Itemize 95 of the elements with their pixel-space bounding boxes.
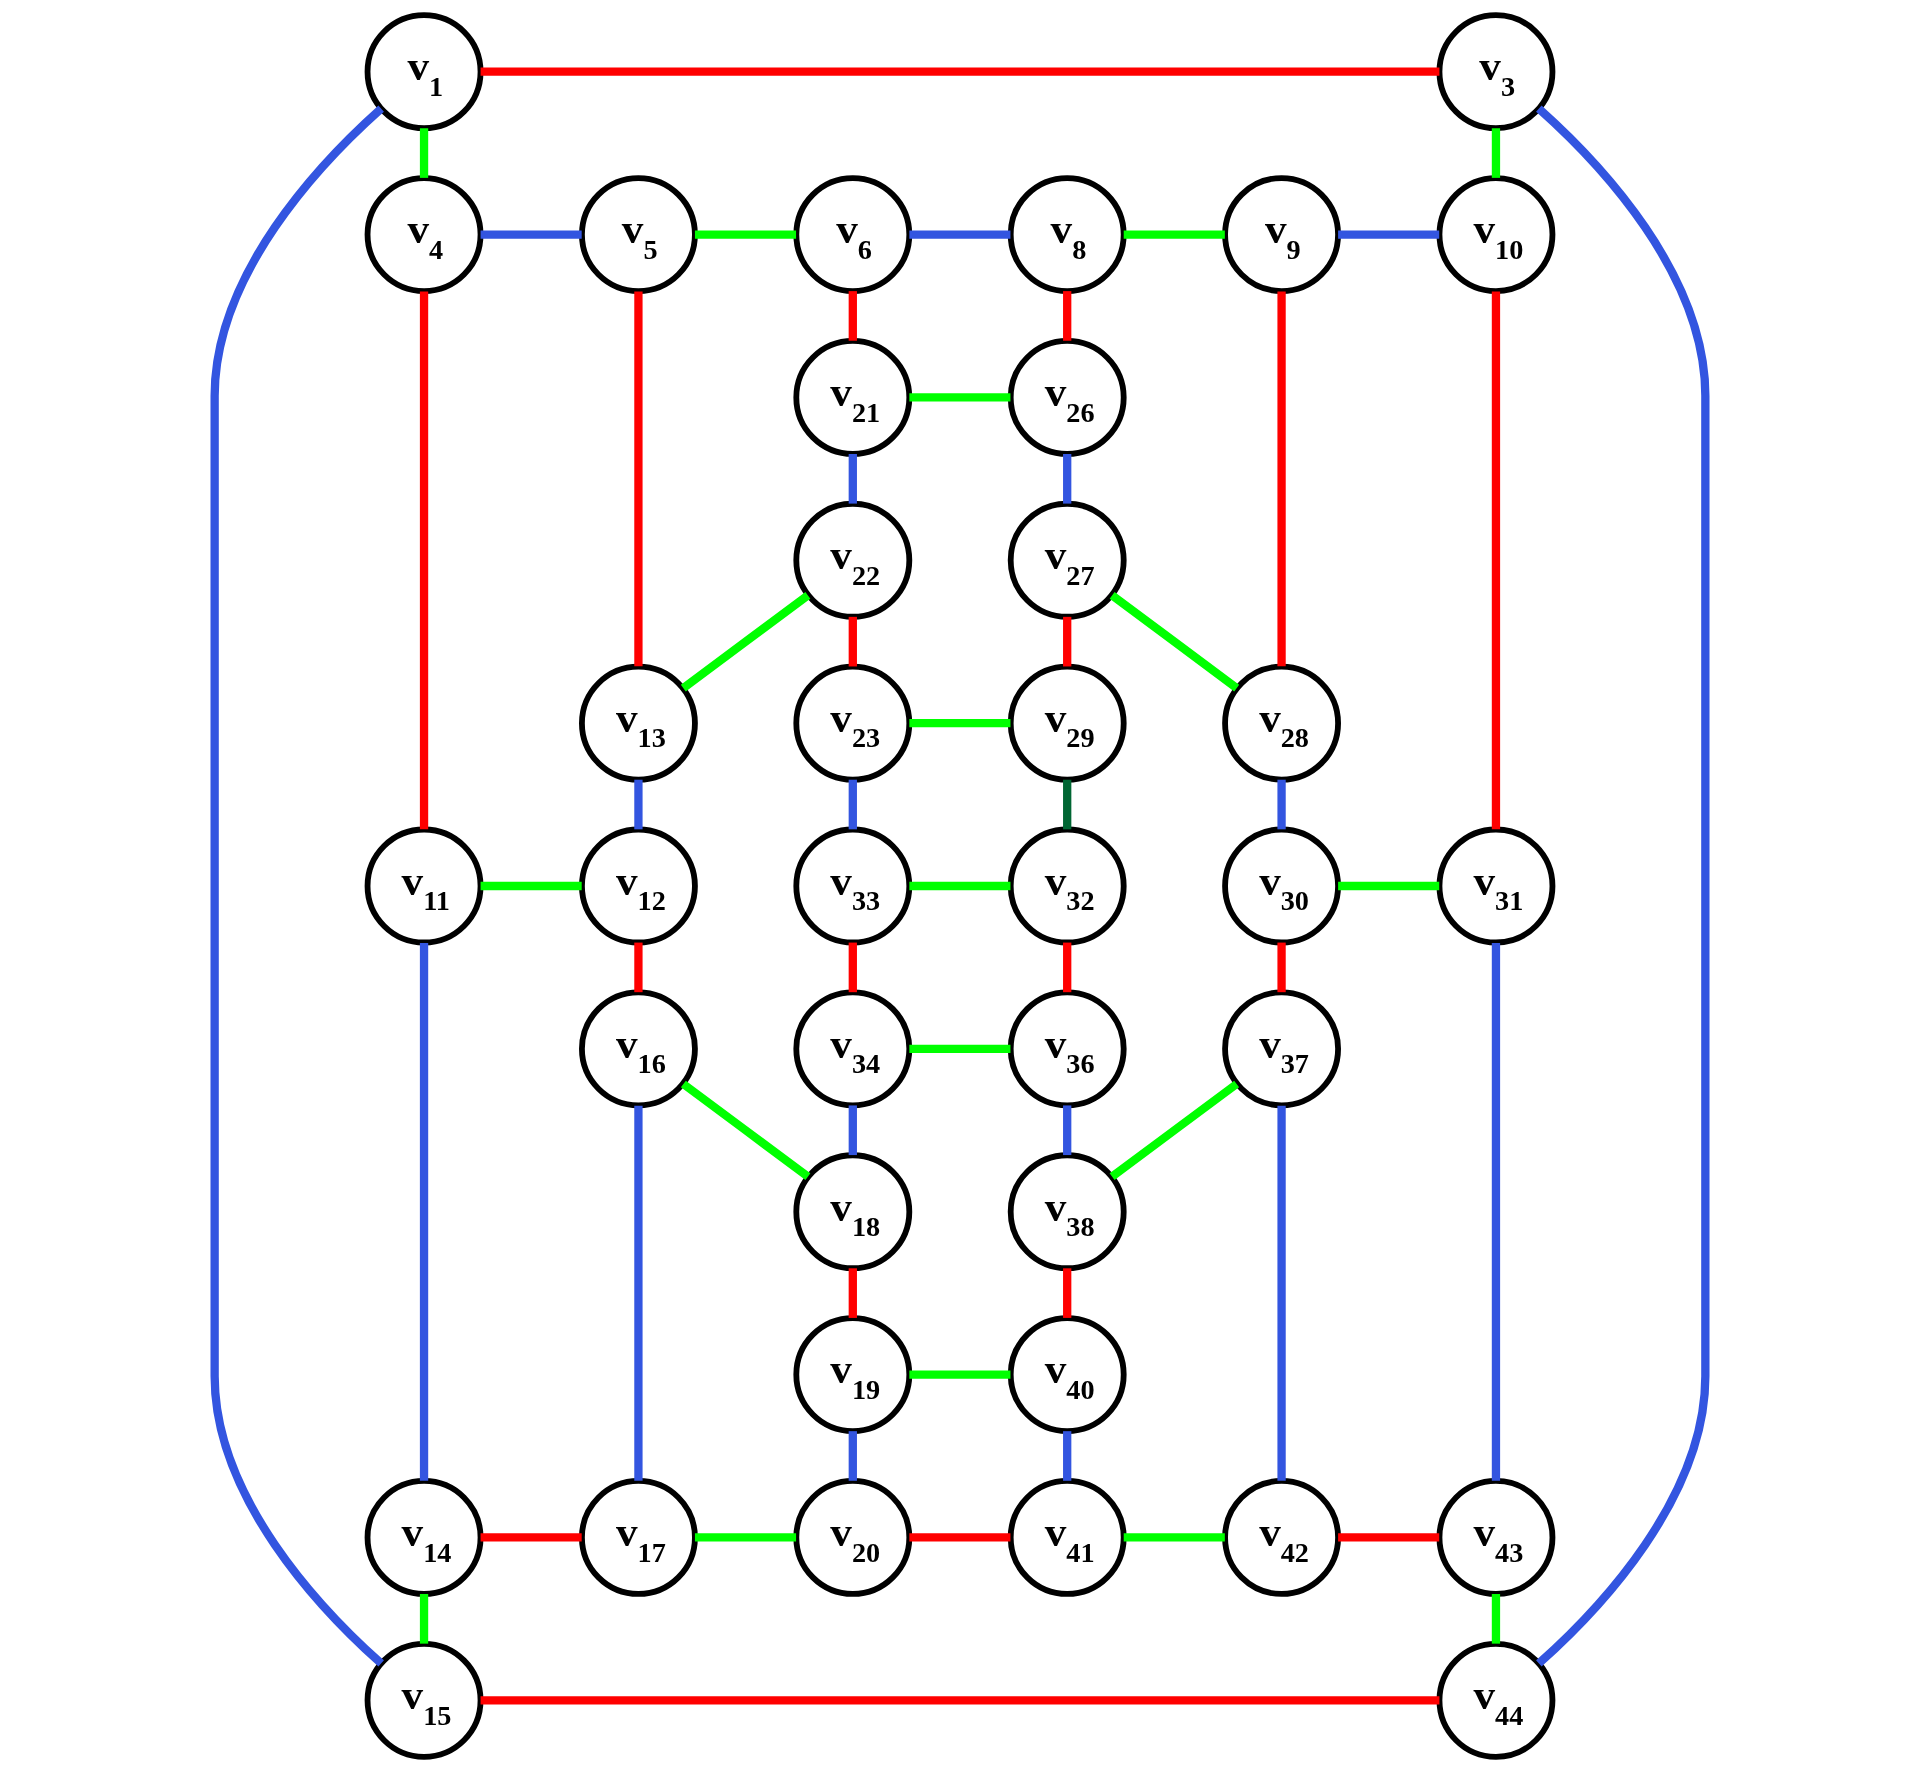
node-circle: v$_{9}$ [1222,175,1341,294]
connector [680,1080,811,1180]
connector [909,1370,1011,1379]
connector [1536,105,1710,1667]
node-circle: v$_{28}$ [1222,663,1341,783]
connector [848,942,857,993]
node-circle: v$_{21}$ [793,338,913,457]
connector [480,881,582,891]
node-circle: v$_{42}$ [1222,1478,1341,1597]
node-circle: v$_{10}$ [1436,175,1556,294]
connector [1063,1431,1072,1481]
node-circle: v$_{11}$ [364,826,484,946]
connector [419,942,429,1481]
connector [634,942,643,993]
connector [848,291,857,341]
connector [1063,779,1072,830]
connector [634,1105,643,1481]
connector [1063,454,1072,504]
connector [1063,942,1072,993]
connector [1063,1105,1072,1156]
connector [1123,230,1225,239]
connector [1123,1533,1225,1542]
connector [1277,942,1286,993]
node-circle: v$_{17}$ [579,1478,698,1597]
node-circle: v$_{12}$ [579,826,698,946]
connector [480,1533,582,1542]
node-circle: v$_{4}$ [364,175,484,294]
node-circle: v$_{41}$ [1007,1478,1127,1597]
node-circle: v$_{3}$ [1436,12,1556,132]
connector [848,1431,857,1481]
connector [1277,291,1286,667]
node-circle: v$_{44}$ [1436,1640,1556,1760]
node-circle: v$_{26}$ [1007,338,1127,457]
connector [909,881,1011,891]
connector [848,779,857,830]
connector [1338,881,1440,891]
connector [909,393,1011,402]
node-circle: v$_{38}$ [1007,1152,1127,1272]
node-circle: v$_{32}$ [1007,826,1127,946]
node-circle: v$_{13}$ [579,663,698,783]
connector [909,1533,1011,1542]
node-circle: v$_{18}$ [793,1152,913,1272]
connector [634,291,643,667]
connector [1338,1533,1440,1542]
node-circle: v$_{30}$ [1222,826,1341,946]
connector [680,592,811,692]
node-circle: v$_{40}$ [1007,1315,1127,1434]
node-circle: v$_{43}$ [1436,1478,1556,1597]
connector [480,1696,1440,1705]
connector [419,1594,429,1644]
connector [634,779,643,830]
node-circle: v$_{19}$ [793,1315,913,1434]
connector [1491,291,1501,830]
connector [480,230,582,239]
node-circle: v$_{29}$ [1007,663,1127,783]
connector [909,1044,1011,1053]
connector [1338,230,1440,239]
connector [1063,616,1072,667]
node-circle: v$_{34}$ [793,989,913,1109]
connector [480,67,1440,76]
node-circle: v$_{22}$ [793,500,913,620]
connector [694,1533,797,1542]
node-circle: v$_{31}$ [1436,826,1556,946]
connector [848,1105,857,1156]
node-circle: v$_{14}$ [364,1478,484,1597]
connector [1109,592,1240,692]
node-circle: v$_{16}$ [579,989,698,1109]
connector [1491,128,1501,178]
node-circle: v$_{8}$ [1007,175,1127,294]
node-circle: v$_{33}$ [793,826,913,946]
connector [1063,291,1072,341]
node-circle: v$_{6}$ [793,175,913,294]
connector [419,128,429,178]
node-circle: v$_{1}$ [364,12,484,132]
connector [1063,1268,1072,1318]
connector [1491,1594,1501,1644]
connector [419,291,429,830]
connector [848,616,857,667]
connector [694,230,797,239]
connector [1491,942,1501,1481]
connector [909,230,1011,239]
node-circle: v$_{15}$ [364,1640,484,1760]
connector [848,1268,857,1318]
node-circle: v$_{37}$ [1222,989,1341,1109]
node-circle: v$_{27}$ [1007,500,1127,620]
connector [909,719,1011,728]
node-circle: v$_{20}$ [793,1478,913,1597]
connector [1109,1080,1240,1180]
connector [848,454,857,504]
connector [1277,1105,1286,1481]
node-circle: v$_{36}$ [1007,989,1127,1109]
node-circle: v$_{5}$ [579,175,698,294]
connector [1277,779,1286,830]
connector [210,105,384,1667]
node-circle: v$_{23}$ [793,663,913,783]
